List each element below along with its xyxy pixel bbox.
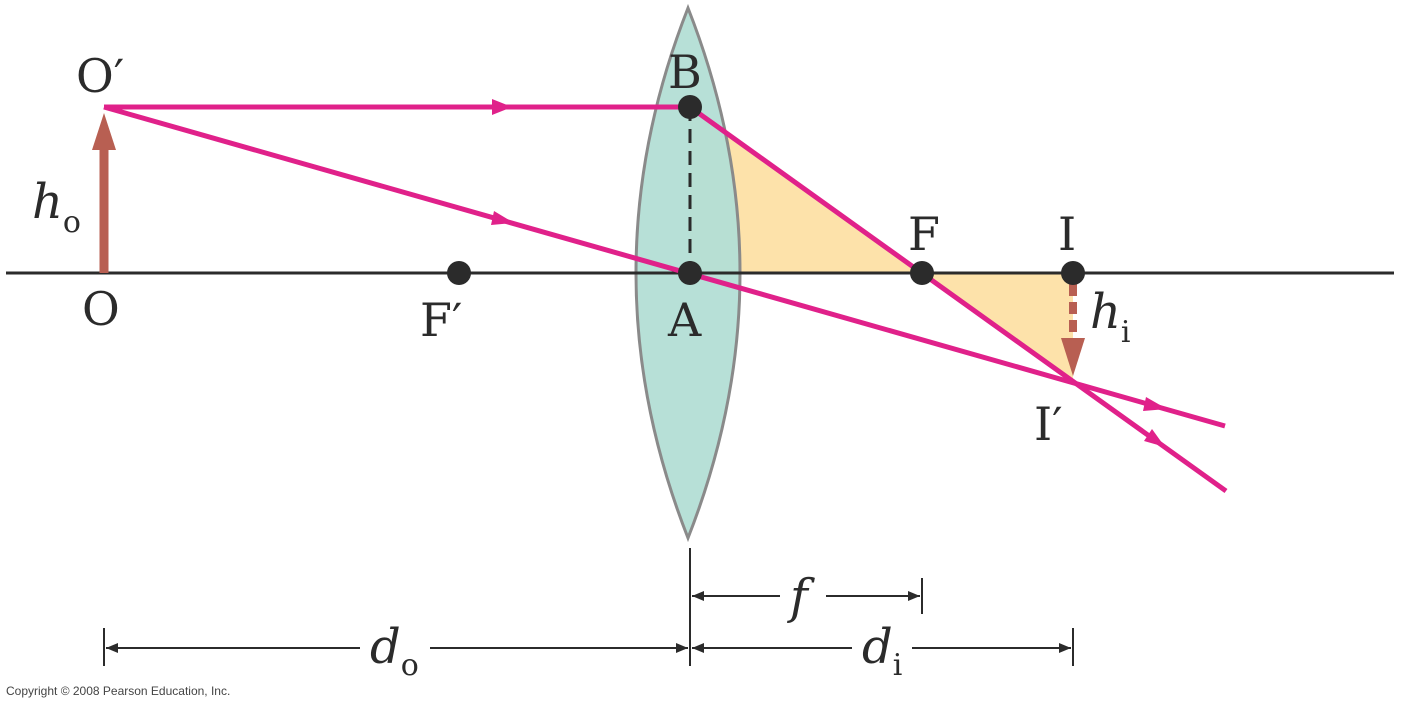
label-object-height: ho bbox=[32, 174, 81, 240]
label-focal-length: f bbox=[787, 569, 815, 625]
ray-through-center bbox=[103, 104, 1226, 429]
ray-refracted-through-focus bbox=[688, 104, 1228, 494]
point-b bbox=[678, 95, 702, 119]
ray-arrowhead bbox=[491, 211, 514, 225]
label-f: F bbox=[908, 207, 940, 261]
label-image-height: hi bbox=[1090, 284, 1131, 350]
label-i-prime: I′ bbox=[1034, 397, 1063, 451]
point-i bbox=[1061, 261, 1085, 285]
ray-arrowhead bbox=[492, 99, 512, 115]
label-o-prime: O′ bbox=[76, 49, 124, 103]
ray-arrowhead bbox=[1143, 397, 1167, 411]
label-object-distance: do bbox=[370, 619, 419, 683]
label-b: B bbox=[668, 45, 702, 99]
object-arrow-head bbox=[92, 113, 116, 150]
point-a bbox=[678, 261, 702, 285]
point-f-prime bbox=[447, 261, 471, 285]
copyright-text: Copyright © 2008 Pearson Education, Inc. bbox=[6, 684, 230, 698]
ray-arrowhead bbox=[1144, 429, 1165, 447]
point-f bbox=[910, 261, 934, 285]
label-image-distance: di bbox=[862, 619, 902, 683]
image-arrow-head bbox=[1061, 338, 1085, 376]
label-o: O bbox=[82, 282, 120, 336]
label-a: A bbox=[667, 293, 702, 347]
label-i: I bbox=[1058, 207, 1076, 261]
label-f-prime: F′ bbox=[420, 293, 462, 347]
